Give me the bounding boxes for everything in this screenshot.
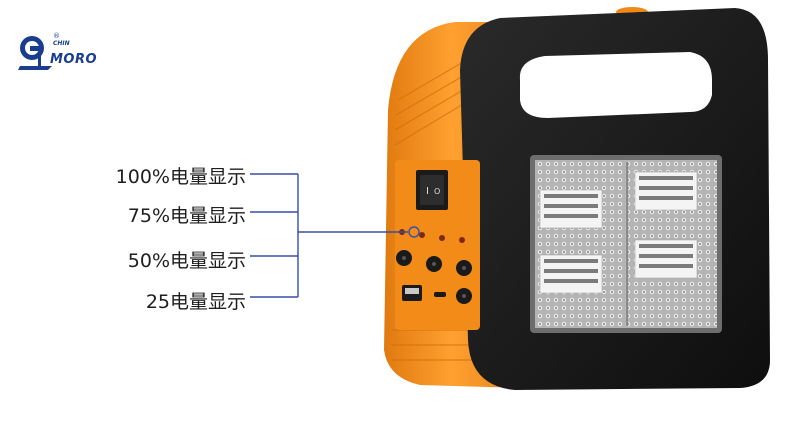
registered-mark: ® bbox=[53, 32, 60, 40]
brand-logo: ® CHIN MORO bbox=[18, 32, 100, 72]
callout-label-100: 100%电量显示 bbox=[115, 166, 246, 188]
callout-label-25: 25电量显示 bbox=[145, 291, 246, 313]
type-c-port bbox=[434, 292, 446, 297]
svg-text:O: O bbox=[434, 187, 440, 196]
callout-lines bbox=[250, 173, 420, 298]
logo-text-main: MORO bbox=[50, 52, 98, 67]
callout-label-75: 75%电量显示 bbox=[127, 205, 246, 227]
logo-text-small: CHIN bbox=[53, 40, 70, 47]
svg-text:I: I bbox=[426, 186, 429, 197]
brand-emblem-icon bbox=[18, 36, 52, 70]
callout-label-50: 50%电量显示 bbox=[127, 250, 246, 272]
